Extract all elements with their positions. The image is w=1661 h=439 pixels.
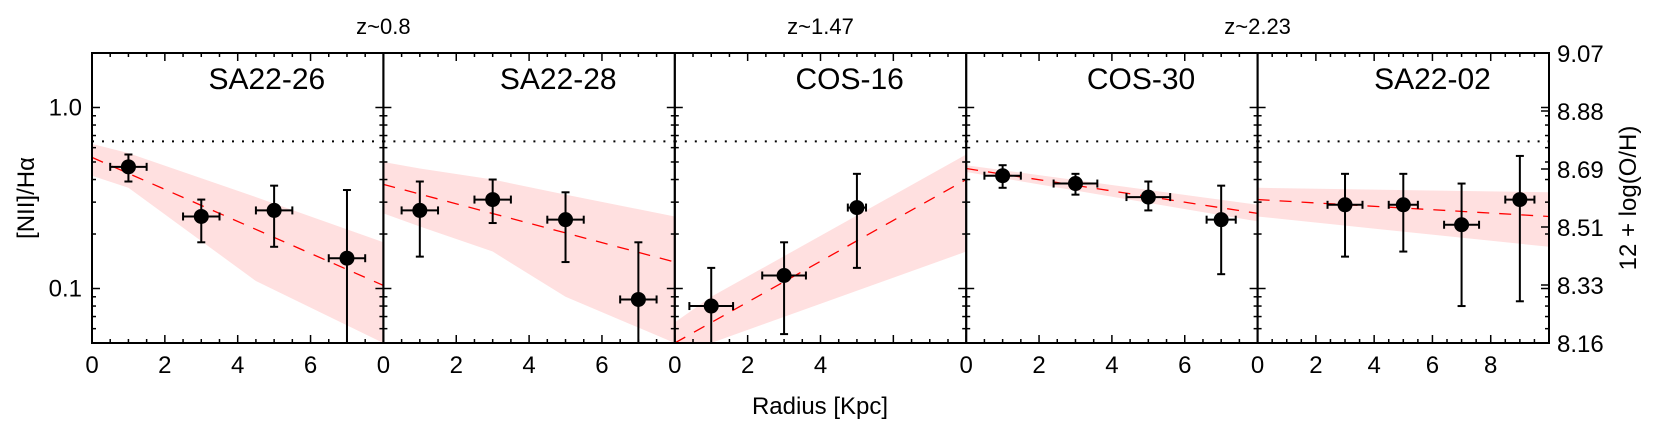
panel-name-sa22-28: SA22-28: [500, 63, 617, 96]
data-point: [761, 241, 807, 336]
data-point: [546, 191, 585, 264]
confidence-band: [383, 161, 675, 343]
data-point: [846, 172, 868, 269]
right-y-tick-label: 8.33: [1557, 273, 1604, 300]
x-tick-label: 6: [304, 352, 317, 379]
panel-name-cos-16: COS-16: [795, 63, 903, 96]
point-marker: [1512, 192, 1528, 208]
right-y-axis-label: 12 + log(O/H): [1615, 126, 1642, 271]
right-y-tick-label: 8.88: [1557, 99, 1604, 126]
data-point: [1387, 172, 1419, 253]
panel-frames: [91, 52, 1550, 344]
data-point: [254, 184, 294, 248]
point-marker: [339, 250, 355, 266]
data-point: [983, 164, 1022, 189]
point-marker: [558, 212, 574, 228]
right-y-tick-label: 8.16: [1557, 331, 1604, 358]
left-y-tick-label: 1.0: [49, 94, 82, 121]
data-point: [1443, 182, 1481, 308]
redshift-label: z~0.8: [356, 14, 410, 39]
fit-line: [1257, 198, 1549, 218]
data-point: [619, 241, 658, 343]
point-marker: [995, 168, 1011, 184]
panel-name-sa22-02: SA22-02: [1374, 63, 1491, 96]
labels: [NII]/Hα 12 + log(O/H) Radius [Kpc] 0 2 4 6…: [13, 14, 1642, 420]
x-tick-label: 4: [231, 352, 244, 379]
data-point: [1052, 172, 1099, 196]
point-marker: [412, 202, 428, 218]
x-tick-label: 0: [960, 352, 973, 379]
data-point: [1326, 172, 1364, 258]
x-tick-label: 0: [668, 352, 681, 379]
point-marker: [1067, 176, 1083, 192]
point-marker: [485, 192, 501, 208]
point-marker: [1395, 197, 1411, 213]
right-y-tick-label: 9.07: [1557, 41, 1604, 68]
x-axis-label: Radius [Kpc]: [752, 393, 888, 420]
point-marker: [120, 159, 136, 175]
panel-name-cos-30: COS-30: [1087, 63, 1195, 96]
confidence-band: [674, 154, 967, 343]
confidence-band: [966, 165, 1258, 222]
data-point: [327, 189, 367, 343]
fit-line: [674, 178, 967, 343]
data-point: [688, 266, 735, 343]
data-point: [182, 198, 221, 244]
point-marker: [1140, 189, 1156, 205]
x-tick-label: 4: [1367, 352, 1380, 379]
data-point: [1504, 154, 1536, 303]
x-tick-label: 0: [1251, 352, 1264, 379]
x-tick-label: 8: [1484, 352, 1497, 379]
confidence-bands: [92, 143, 1549, 343]
x-tick-label: 4: [814, 352, 827, 379]
x-tick-label: 2: [450, 352, 463, 379]
right-y-tick-label: 8.51: [1557, 215, 1604, 242]
x-tick-label: 6: [595, 352, 608, 379]
redshift-label: z~2.23: [1224, 14, 1291, 39]
left-y-tick-label: 0.1: [49, 276, 82, 303]
data-point: [109, 153, 148, 183]
point-marker: [193, 208, 209, 224]
x-tick-label: 0: [377, 352, 390, 379]
x-tick-label: 2: [1309, 352, 1322, 379]
x-tick-label: 4: [1105, 352, 1118, 379]
point-marker: [266, 202, 282, 218]
data-point: [1205, 184, 1237, 276]
fit-line: [92, 156, 384, 287]
confidence-band: [92, 143, 384, 343]
point-marker: [776, 267, 792, 283]
point-marker: [849, 200, 865, 216]
x-tick-label: 2: [741, 352, 754, 379]
x-tick-label: 2: [158, 352, 171, 379]
data-point: [1125, 180, 1172, 212]
point-marker: [1337, 197, 1353, 213]
left-y-axis-label: [NII]/Hα: [13, 157, 40, 239]
point-marker: [1213, 212, 1229, 228]
fit-line: [383, 183, 675, 263]
x-tick-label: 2: [1032, 352, 1045, 379]
x-tick-label: 0: [85, 352, 98, 379]
point-marker: [630, 291, 646, 307]
redshift-label: z~1.47: [787, 14, 854, 39]
right-y-tick-label: 8.69: [1557, 157, 1604, 184]
data-points: [109, 153, 1536, 343]
point-marker: [1454, 217, 1470, 233]
panel-name-sa22-26: SA22-26: [208, 63, 325, 96]
x-tick-label: 6: [1178, 352, 1191, 379]
point-marker: [703, 298, 719, 314]
data-point: [473, 178, 512, 225]
data-point: [400, 180, 440, 258]
panel-frame: [965, 52, 1259, 344]
x-tick-label: 4: [522, 352, 535, 379]
x-tick-label: 6: [1426, 352, 1439, 379]
